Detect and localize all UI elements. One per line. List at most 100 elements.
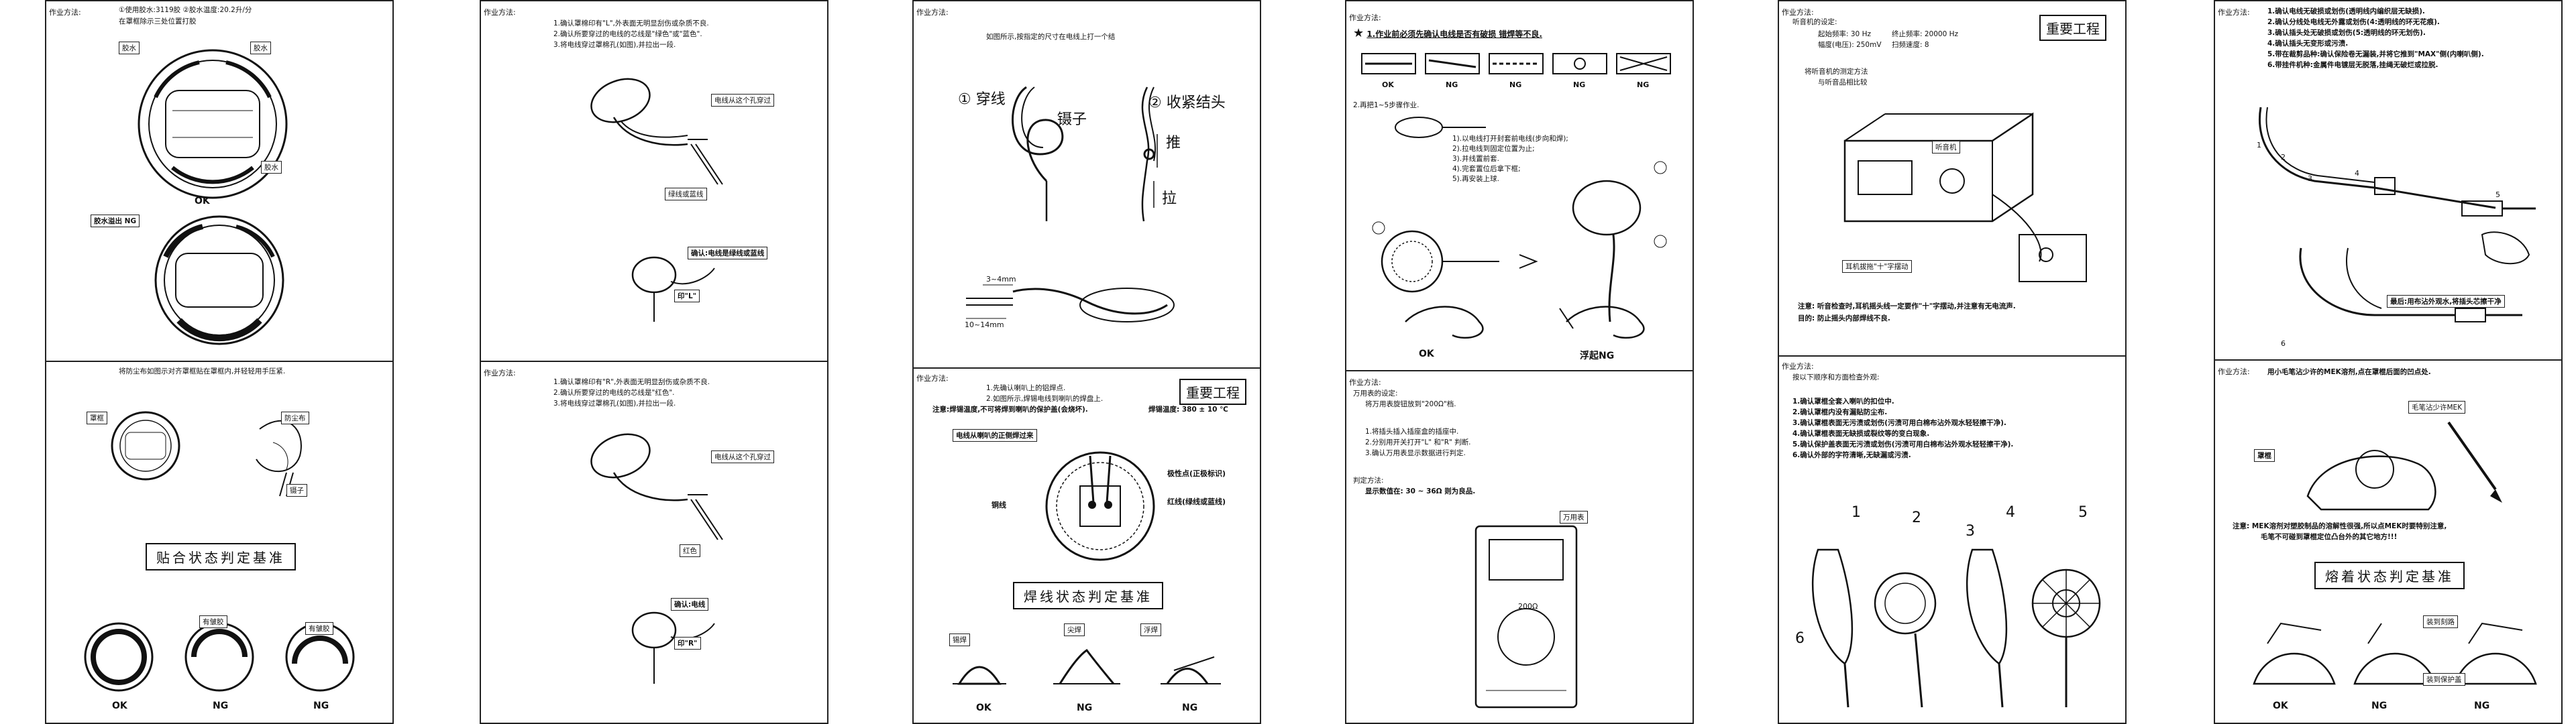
section-divider bbox=[912, 367, 1261, 369]
ok-label: OK bbox=[2273, 701, 2288, 711]
instruction-line: 1.确认罩棉印有"R",外表面无明显刮伤或杂质不良. bbox=[553, 378, 710, 386]
panel-frame bbox=[912, 0, 1261, 724]
method-label: 作业方法: bbox=[916, 8, 949, 17]
earphone-views-diagram bbox=[1811, 548, 2101, 708]
check-item: 3.确认罩棍表面无污渍或划伤(污渍可用白棉布沾外观水轻轻擦干净). bbox=[1792, 419, 2006, 427]
ng-label: NG bbox=[2474, 701, 2490, 711]
final-step-label: 最后:用布沾外观水,将插头芯擦干净 bbox=[2387, 295, 2505, 308]
note-line: 毛笔不可碰到罩棍定位凸台外的其它地方!!! bbox=[2261, 533, 2398, 541]
cover-label: 罩框 bbox=[87, 412, 107, 424]
section-divider bbox=[2214, 359, 2563, 361]
section-divider bbox=[45, 361, 394, 362]
wire-hole-label: 电线从这个孔穿过 bbox=[711, 94, 774, 107]
copper-wire-label: 铜线 bbox=[991, 501, 1006, 509]
earcup-ng-diagram bbox=[154, 215, 284, 345]
temperature-label: 焊锡温度: 380 ± 10 ℃ bbox=[1148, 406, 1228, 414]
wire-color-label: 红色 bbox=[680, 544, 700, 557]
check-item: 1.确认电线无破损或划伤(透明线内编织层无缺损). bbox=[2267, 7, 2425, 15]
instruction-line: 注意:焊锡温度,不可将焊到喇叭的保护盖(会烧坏). bbox=[932, 406, 1088, 414]
check-item: 5.带在裁剪品种:确认保险卷无漏装,并将它推到"MAX"侧(内喇叭侧). bbox=[2267, 50, 2484, 58]
instruction-line: 3.将电线穿过罩棉孔(如图),并拉出一段. bbox=[553, 41, 676, 49]
callout-number: 4 bbox=[2355, 169, 2359, 178]
panel-frame bbox=[1345, 0, 1694, 724]
assembly-steps-diagram bbox=[1372, 117, 1667, 322]
multimeter-label: 万用表 bbox=[1560, 511, 1588, 524]
instruction-line: 2.分别用开关打开"L" 和"R" 判断. bbox=[1365, 438, 1471, 446]
step-tighten-label: ② 收紧结头 bbox=[1148, 95, 1226, 111]
callout-number: 3 bbox=[1966, 523, 1975, 540]
note-line: 目的: 防止摇头内部焊线不良. bbox=[1798, 314, 1890, 322]
earphone-wire-diagram bbox=[590, 433, 723, 540]
panel-knot-solder: 作业方法: 如图所示,按指定的尺寸在电线上打一个结 ① 穿线 镊子 ② 收紧结头… bbox=[912, 0, 1261, 724]
red-wire-label: 红线(绿线或蓝线) bbox=[1167, 497, 1226, 506]
check-item: 1.确认罩棍全套入喇叭的扣位中. bbox=[1792, 398, 1894, 406]
brush-label: 毛笔沾少许MEK bbox=[2408, 401, 2466, 414]
callout-number: 5 bbox=[2496, 190, 2500, 199]
method-label: 作业方法: bbox=[484, 8, 516, 17]
fit-gap-label: 装到刻路 bbox=[2423, 615, 2458, 628]
callout-number: 6 bbox=[2281, 339, 2286, 348]
check-item: 4.确认罩棍表面无缺损或裂纹等的变白现象. bbox=[1792, 430, 1930, 438]
warning-line: ★ 1.作业前必须先确认电线是否有破损 错焊等不良. bbox=[1353, 26, 1542, 40]
section-divider bbox=[1345, 370, 1694, 371]
panel-listening-test: 作业方法: 听音机的设定: 起始频率: 30 Hz 终止频率: 20000 Hz… bbox=[1778, 0, 2127, 724]
setting-amplitude: 幅度(电压): 250mV bbox=[1818, 41, 1882, 49]
instruction-line: 4).完套置位后拿下框; bbox=[1452, 165, 1521, 173]
sharp-solder-label: 尖焊 bbox=[1064, 623, 1085, 636]
instruction-line: 1.确认罩棉印有"L",外表面无明显刮伤或杂质不良. bbox=[553, 19, 709, 27]
meter-range-label: 200Ω bbox=[1518, 602, 1538, 611]
instruction-line: 5).再安装上球. bbox=[1452, 175, 1499, 183]
glue-label: 胶水 bbox=[250, 42, 271, 54]
ng-label: NG bbox=[2371, 701, 2387, 711]
push-label: 推 bbox=[1166, 135, 1181, 152]
instruction-line: 按以下顺序和方面检查外观: bbox=[1792, 373, 1880, 381]
solder-state-row bbox=[953, 648, 1221, 685]
dimension-label: 10~14mm bbox=[965, 320, 1004, 329]
ng-label: NG bbox=[1077, 703, 1093, 713]
callout-number: 6 bbox=[1795, 630, 1805, 647]
method-label: 作业方法: bbox=[1782, 362, 1814, 371]
float-ng-label: 浮起NG bbox=[1580, 351, 1615, 361]
print-r-label: 印"R" bbox=[674, 637, 701, 650]
panel-assembly-check: 作业方法: ★ 1.作业前必须先确认电线是否有破损 错焊等不良. OK NG N… bbox=[1345, 0, 1694, 724]
panel-frame bbox=[1778, 0, 2127, 724]
check-result-label: NG bbox=[1509, 80, 1522, 89]
confirm-label: 确认:电线 bbox=[671, 598, 709, 611]
earphone-side-diagram bbox=[631, 256, 715, 322]
cable-assembly-diagram bbox=[2259, 107, 2536, 322]
solder-point-label: 锡焊 bbox=[949, 634, 970, 646]
glue-label: 胶水 bbox=[119, 42, 140, 54]
instruction-line: 听音机的设定: bbox=[1792, 18, 1837, 26]
check-result-label: NG bbox=[1637, 80, 1650, 89]
tester-label: 听音机 bbox=[1932, 141, 1960, 154]
instruction-line: 2.再把1~5步骤作业. bbox=[1353, 101, 1419, 109]
important-stamp: 重要工程 bbox=[1179, 379, 1246, 405]
tweezers-label: 镊子 bbox=[286, 484, 307, 497]
callout-number: 4 bbox=[2006, 504, 2015, 521]
ok-label: OK bbox=[1419, 349, 1434, 359]
instruction-line: 万用表的设定: bbox=[1353, 389, 1398, 398]
panel-frame bbox=[2214, 0, 2563, 724]
note-line: 注意: MEK溶剂对塑胶制品的溶解性很强,所以点MEK时要特别注意, bbox=[2233, 522, 2447, 530]
warning-text: 1.作业前必须先确认电线是否有破损 错焊等不良. bbox=[1366, 29, 1542, 39]
star-icon: ★ bbox=[1353, 26, 1364, 40]
ng-label: NG bbox=[313, 701, 329, 711]
check-item: 2.确认分线处电线无外露或划伤(4:透明线的环无花痕). bbox=[2267, 18, 2440, 26]
section-divider bbox=[1778, 355, 2127, 357]
wire-color-label: 绿线或蓝线 bbox=[665, 188, 707, 200]
instruction-line: ①使用胶水:3119胶 ②胶水温度:20.2升/分 bbox=[119, 6, 252, 14]
callout-number: 1 bbox=[2257, 141, 2261, 149]
check-result-label: NG bbox=[1573, 80, 1586, 89]
instruction-line: 1.将插头插入插座盒的插座中. bbox=[1365, 428, 1459, 436]
dimension-label: 3~4mm bbox=[986, 275, 1016, 284]
wire-direction-label: 电线从喇叭的正侧焊过来 bbox=[953, 429, 1037, 442]
ok-label: OK bbox=[976, 703, 991, 713]
setting-stop-freq: 终止频率: 20000 Hz bbox=[1892, 30, 1959, 38]
standard-title: 贴合状态判定基准 bbox=[146, 543, 296, 570]
instruction-line: 1.先确认喇叭上的铝焊点. bbox=[986, 384, 1066, 392]
swing-label: 耳机拔拖"十"字摆动 bbox=[1842, 260, 1912, 273]
floating-solder-label: 浮焊 bbox=[1140, 623, 1161, 636]
pull-label: 拉 bbox=[1162, 190, 1177, 207]
wrinkle-label: 有皱胶 bbox=[199, 615, 227, 628]
callout-number: 2 bbox=[2281, 153, 2286, 162]
